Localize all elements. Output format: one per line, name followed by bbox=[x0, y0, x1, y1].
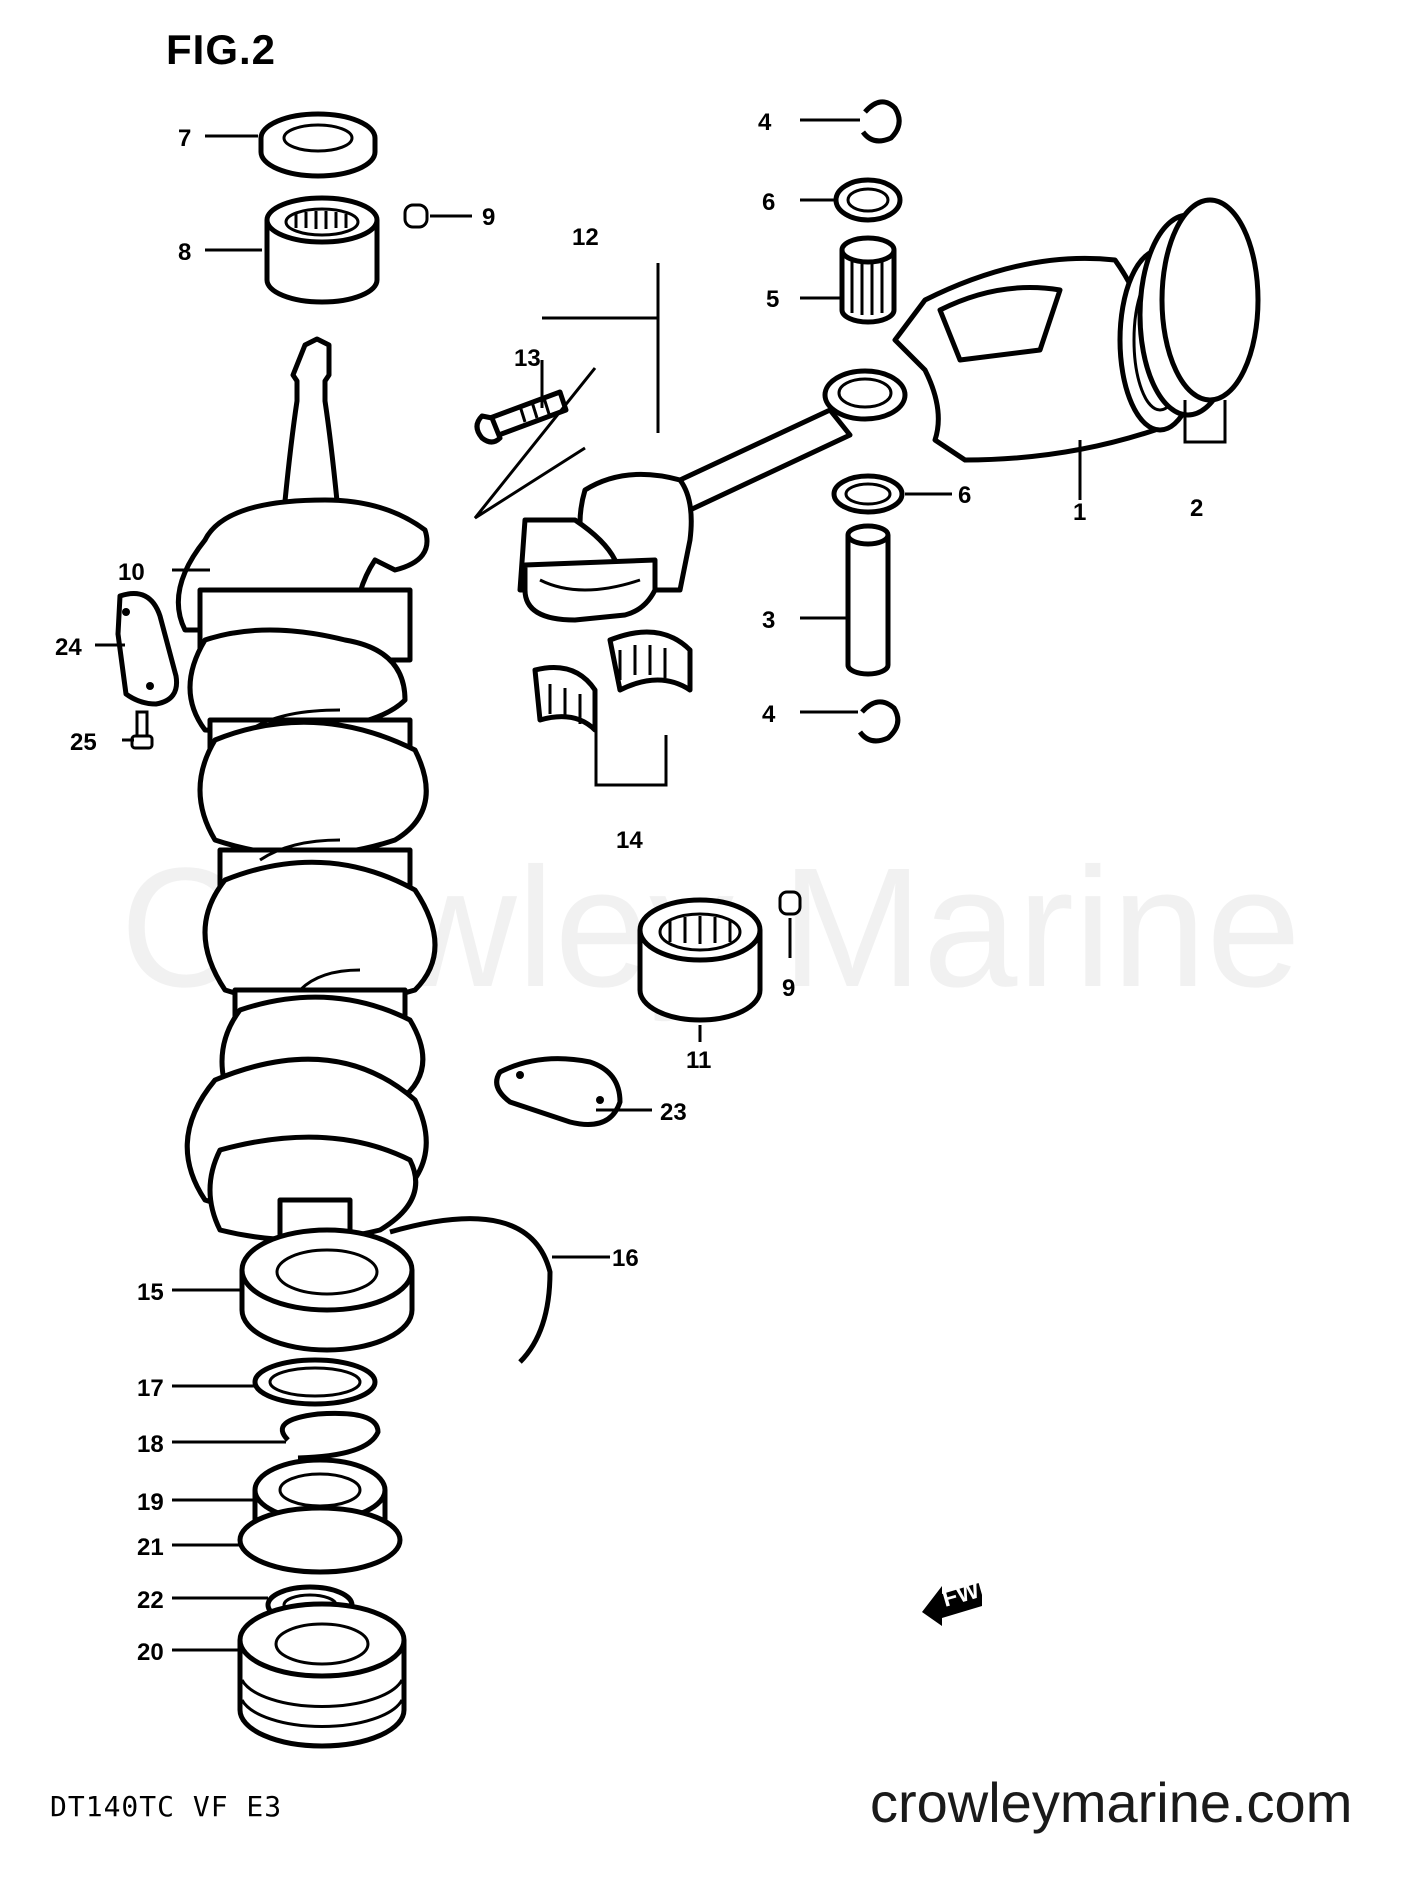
part-crankshaft bbox=[175, 336, 438, 1250]
part-lower-needle-bearing bbox=[637, 897, 763, 1023]
callout-18: 18 bbox=[137, 1431, 164, 1458]
callout-2: 2 bbox=[1190, 495, 1203, 522]
callout-17: 17 bbox=[137, 1375, 164, 1402]
part-washer-upper bbox=[833, 177, 903, 223]
part-washer-lower bbox=[831, 473, 905, 515]
callout-12: 12 bbox=[572, 224, 599, 251]
part-circlip-upper bbox=[860, 99, 902, 144]
callout-4-upper: 4 bbox=[758, 109, 772, 136]
callout-13: 13 bbox=[514, 345, 541, 372]
part-lower-housing bbox=[237, 1601, 407, 1749]
part-oil-seal bbox=[258, 111, 378, 179]
part-piston-rings bbox=[1137, 197, 1261, 418]
callout-10: 10 bbox=[118, 559, 145, 586]
part-dowel-pin-upper bbox=[403, 203, 429, 229]
callout-labels: 1 2 3 4 4 5 6 6 7 8 9 9 10 11 12 13 14 1… bbox=[55, 109, 1203, 1666]
part-shim bbox=[252, 1357, 378, 1407]
part-bearing-plate bbox=[494, 1056, 623, 1127]
part-piston-pin bbox=[845, 523, 891, 677]
part-circlip-lower bbox=[857, 699, 901, 744]
callout-24: 24 bbox=[55, 634, 82, 661]
callout-15: 15 bbox=[137, 1279, 164, 1306]
callout-16: 16 bbox=[612, 1245, 639, 1272]
callout-9-upper: 9 bbox=[482, 204, 495, 231]
callout-23: 23 bbox=[660, 1099, 687, 1126]
callout-25: 25 bbox=[70, 729, 97, 756]
callout-19: 19 bbox=[137, 1489, 164, 1516]
part-snap-ring bbox=[279, 1410, 381, 1461]
callout-5: 5 bbox=[766, 286, 779, 313]
part-upper-needle-bearing bbox=[264, 195, 380, 305]
callout-20: 20 bbox=[137, 1639, 164, 1666]
part-small-end-bearing bbox=[839, 235, 897, 325]
callout-11: 11 bbox=[686, 1047, 711, 1074]
callout-4-lower: 4 bbox=[762, 701, 776, 728]
part-ball-bearing bbox=[239, 1227, 415, 1353]
model-code: DT140TC VF E3 bbox=[50, 1790, 283, 1823]
callout-6-lower: 6 bbox=[958, 482, 971, 509]
part-o-ring bbox=[237, 1505, 403, 1575]
callout-22: 22 bbox=[137, 1587, 164, 1614]
website-url[interactable]: crowleymarine.com bbox=[870, 1771, 1353, 1834]
part-connecting-rod bbox=[517, 368, 908, 623]
callout-6-upper: 6 bbox=[762, 189, 775, 216]
figure-title: FIG.2 bbox=[166, 26, 277, 73]
callout-7: 7 bbox=[178, 125, 191, 152]
part-retaining-ring bbox=[389, 1216, 553, 1364]
callout-8: 8 bbox=[178, 239, 191, 266]
part-screw bbox=[130, 710, 154, 750]
callout-3: 3 bbox=[762, 607, 775, 634]
callout-21: 21 bbox=[137, 1534, 164, 1561]
callout-14: 14 bbox=[616, 827, 643, 854]
callout-9-lower: 9 bbox=[782, 975, 795, 1002]
forward-arrow-icon: FWD bbox=[922, 1572, 999, 1626]
part-dowel-pin-lower bbox=[778, 890, 802, 916]
callout-1: 1 bbox=[1073, 499, 1086, 526]
leader-lines bbox=[95, 118, 1227, 1652]
part-connecting-rod-bolt bbox=[474, 389, 569, 445]
part-big-end-bearing bbox=[532, 629, 693, 733]
part-crank-plate bbox=[115, 591, 180, 707]
